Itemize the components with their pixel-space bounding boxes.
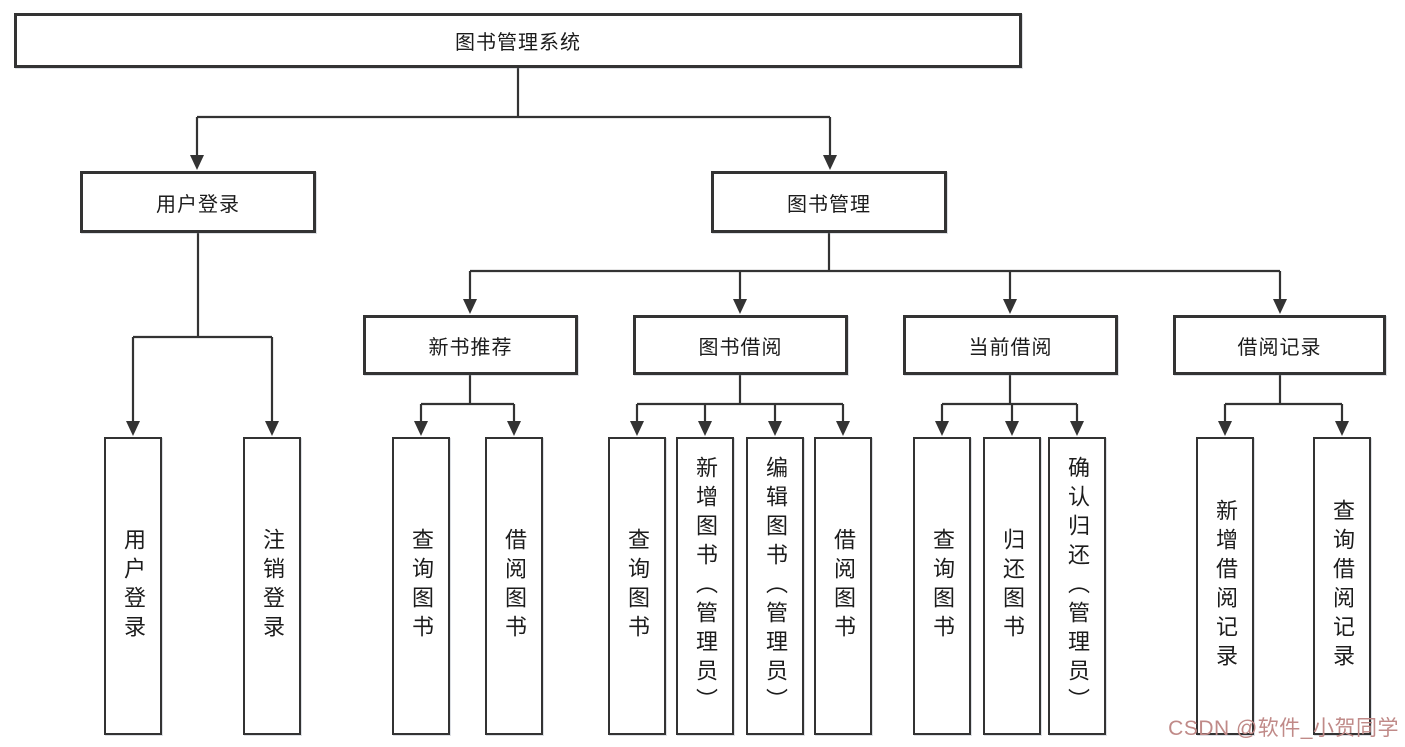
leaf-borrow-book: 借阅图书 (814, 437, 872, 735)
node-current-borrow: 当前借阅 (903, 315, 1118, 375)
leaf-confirm-return-admin: 确认归还（管理员） (1048, 437, 1106, 735)
leaf-return-book: 归还图书 (983, 437, 1041, 735)
leaf-query-book-recommend: 查询图书 (392, 437, 450, 735)
watermark: CSDN @软件_小贺同学 (1168, 717, 1399, 740)
leaf-add-book-admin: 新增图书（管理员） (676, 437, 734, 735)
leaf-logout: 注销登录 (243, 437, 301, 735)
leaf-query-book-borrow: 查询图书 (608, 437, 666, 735)
node-book-management: 图书管理 (711, 171, 947, 233)
node-new-book-recommend: 新书推荐 (363, 315, 578, 375)
leaf-query-book-current: 查询图书 (913, 437, 971, 735)
leaf-query-borrow-record: 查询借阅记录 (1313, 437, 1371, 735)
node-user-login: 用户登录 (80, 171, 316, 233)
leaf-borrow-book-recommend: 借阅图书 (485, 437, 543, 735)
node-book-borrow: 图书借阅 (633, 315, 848, 375)
leaf-add-borrow-record: 新增借阅记录 (1196, 437, 1254, 735)
node-borrow-records: 借阅记录 (1173, 315, 1386, 375)
leaf-user-login: 用户登录 (104, 437, 162, 735)
node-library-management-system: 图书管理系统 (14, 13, 1022, 68)
leaf-edit-book-admin: 编辑图书（管理员） (746, 437, 804, 735)
